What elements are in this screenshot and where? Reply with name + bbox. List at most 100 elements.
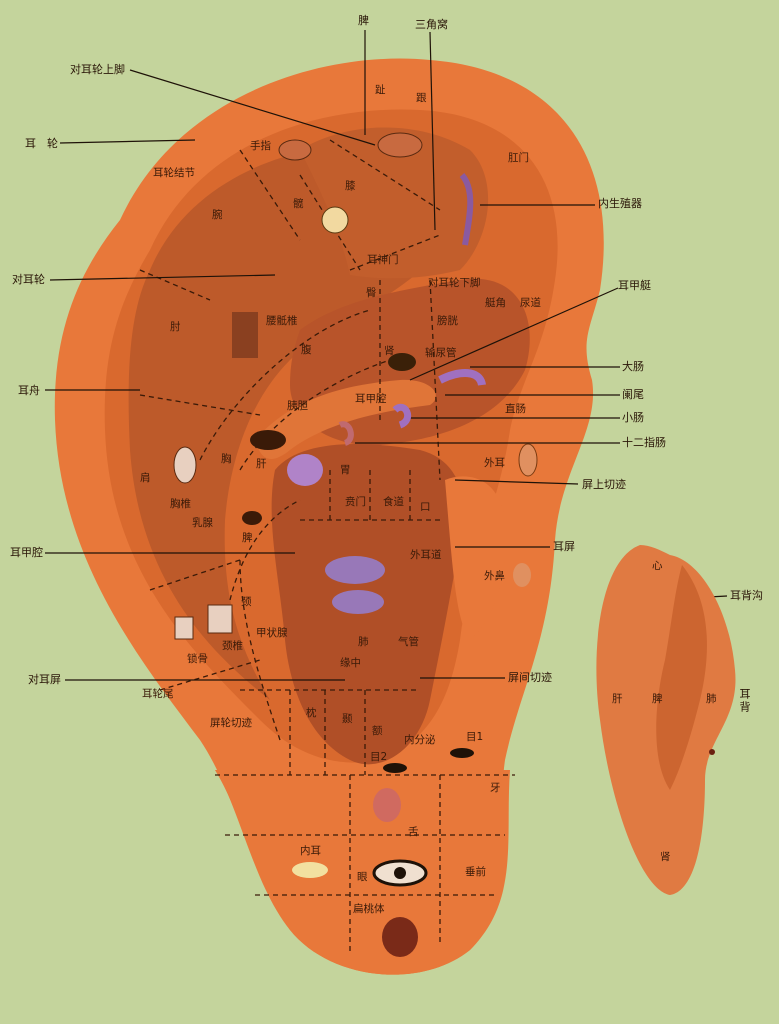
label-outer-ear: 外耳 bbox=[484, 457, 505, 469]
label-eye1: 目1 bbox=[466, 731, 484, 743]
label-back-kidney: 肾 bbox=[660, 851, 671, 863]
label-toe: 趾 bbox=[375, 84, 386, 96]
label-ureter: 输尿管 bbox=[425, 347, 457, 359]
stomach-icon bbox=[287, 454, 323, 486]
label-back-ear: 耳背 bbox=[738, 688, 751, 714]
knee-joint-icon bbox=[321, 206, 349, 234]
label-anus: 肛门 bbox=[508, 152, 529, 164]
clavicle-icon bbox=[174, 616, 194, 640]
label-cymba-concha: 耳甲艇 bbox=[618, 279, 651, 292]
label-tonsil: 扁桃体 bbox=[353, 903, 385, 915]
mouth-icon bbox=[382, 917, 418, 957]
genital-icon bbox=[459, 173, 474, 246]
label-finger: 手指 bbox=[250, 140, 271, 152]
label-neck: 颈 bbox=[241, 596, 252, 608]
label-trachea: 气管 bbox=[398, 636, 419, 648]
tragus bbox=[445, 476, 506, 640]
ribcage-icon bbox=[173, 446, 197, 484]
label-back-heart: 心 bbox=[652, 560, 663, 572]
helix-crus bbox=[255, 379, 436, 460]
label-anterior-lobe: 垂前 bbox=[465, 866, 486, 878]
label-antitragus: 对耳屏 bbox=[28, 673, 61, 686]
label-thoracic-spine: 胸椎 bbox=[170, 498, 191, 510]
label-tragus: 耳屏 bbox=[553, 540, 575, 553]
label-occiput: 枕 bbox=[306, 707, 317, 719]
label-internal-genitals: 内生殖器 bbox=[598, 197, 642, 210]
ear-scapha-region bbox=[128, 144, 454, 700]
inner-ear-icon bbox=[292, 862, 328, 878]
label-shenmen: 耳神门 bbox=[367, 254, 399, 266]
label-esophagus: 食道 bbox=[383, 496, 404, 508]
label-inner-ear: 内耳 bbox=[300, 845, 321, 857]
liver-icon bbox=[250, 430, 286, 450]
label-appendix: 阑尾 bbox=[622, 388, 644, 401]
label-abdomen: 腹 bbox=[301, 344, 312, 356]
neck-spine-icon bbox=[207, 604, 233, 634]
label-tongue: 舌 bbox=[408, 826, 419, 838]
label-back-lung: 肺 bbox=[706, 693, 717, 705]
label-mammary: 乳腺 bbox=[192, 517, 213, 529]
label-knee: 膝 bbox=[345, 180, 356, 192]
label-thyroid: 甲状腺 bbox=[256, 627, 288, 639]
ear-back-groove bbox=[656, 565, 707, 790]
label-external-nose: 外鼻 bbox=[484, 570, 505, 582]
label-inferior-antihelix-crus: 对耳轮下脚 bbox=[428, 277, 481, 289]
label-kidney: 肾 bbox=[384, 345, 395, 357]
foot-icon bbox=[377, 132, 423, 158]
label-retroauricular-groove: 耳背沟 bbox=[730, 589, 763, 602]
label-spleen-inner: 脾 bbox=[242, 532, 253, 544]
back-point-dot bbox=[709, 749, 715, 755]
label-back-liver: 肝 bbox=[612, 693, 623, 705]
nose-icon bbox=[513, 563, 531, 587]
label-eye: 眼 bbox=[357, 871, 368, 883]
label-stomach: 胃 bbox=[340, 464, 351, 476]
label-duodenum: 十二指肠 bbox=[622, 436, 666, 449]
organ-icons bbox=[173, 132, 538, 957]
label-external-canal: 外耳道 bbox=[410, 549, 442, 561]
ear-lobe bbox=[215, 770, 510, 975]
tongue-icon bbox=[373, 788, 401, 822]
label-cervical-spine: 颈椎 bbox=[222, 640, 243, 652]
lung-left-icon bbox=[325, 556, 385, 584]
label-concha-inner: 耳甲腔 bbox=[355, 393, 387, 405]
label-eye2: 目2 bbox=[370, 751, 388, 763]
label-scapha: 耳舟 bbox=[18, 384, 40, 397]
label-cymba-angle: 艇角 bbox=[485, 297, 506, 309]
label-intertragic-notch: 屏间切迹 bbox=[508, 671, 552, 684]
label-wrist: 腕 bbox=[212, 209, 223, 221]
label-liver: 肝 bbox=[256, 458, 267, 470]
label-temple: 颞 bbox=[342, 713, 353, 725]
label-cardia: 贲门 bbox=[345, 496, 366, 508]
label-bladder: 膀胱 bbox=[437, 315, 458, 327]
label-triangular-fossa: 三角窝 bbox=[415, 18, 448, 31]
label-forehead: 额 bbox=[372, 725, 383, 737]
label-tooth: 牙 bbox=[490, 782, 501, 794]
spine-icon bbox=[232, 312, 258, 358]
label-heel: 跟 bbox=[416, 92, 427, 104]
big-eye-pupil-icon bbox=[394, 867, 406, 879]
leader-lines bbox=[45, 30, 728, 681]
eye-right-icon bbox=[450, 748, 474, 758]
large-intestine-icon bbox=[438, 369, 486, 387]
label-shoulder: 肩 bbox=[140, 472, 151, 484]
label-pancreas-gallbladder: 胰胆 bbox=[287, 400, 308, 412]
triangular-fossa bbox=[300, 127, 489, 279]
label-pi: 脾 bbox=[358, 14, 369, 27]
label-large-intestine: 大肠 bbox=[622, 360, 644, 373]
label-cavum-concha: 耳甲腔 bbox=[10, 546, 43, 559]
duodenum-icon bbox=[338, 421, 354, 446]
hand-icon bbox=[278, 139, 312, 161]
label-central-rim: 缘中 bbox=[340, 657, 361, 669]
eye-left-icon bbox=[383, 763, 407, 773]
label-helix: 耳 轮 bbox=[25, 137, 58, 150]
kidney-icon bbox=[388, 353, 416, 371]
label-supratragic-notch: 屏上切迹 bbox=[582, 478, 626, 491]
label-small-intestine: 小肠 bbox=[622, 411, 644, 424]
label-rectum: 直肠 bbox=[505, 403, 526, 415]
label-endocrine: 内分泌 bbox=[404, 734, 436, 746]
label-lung: 肺 bbox=[358, 636, 369, 648]
label-hip: 髋 bbox=[293, 198, 304, 210]
small-intestine-icon bbox=[392, 403, 412, 429]
